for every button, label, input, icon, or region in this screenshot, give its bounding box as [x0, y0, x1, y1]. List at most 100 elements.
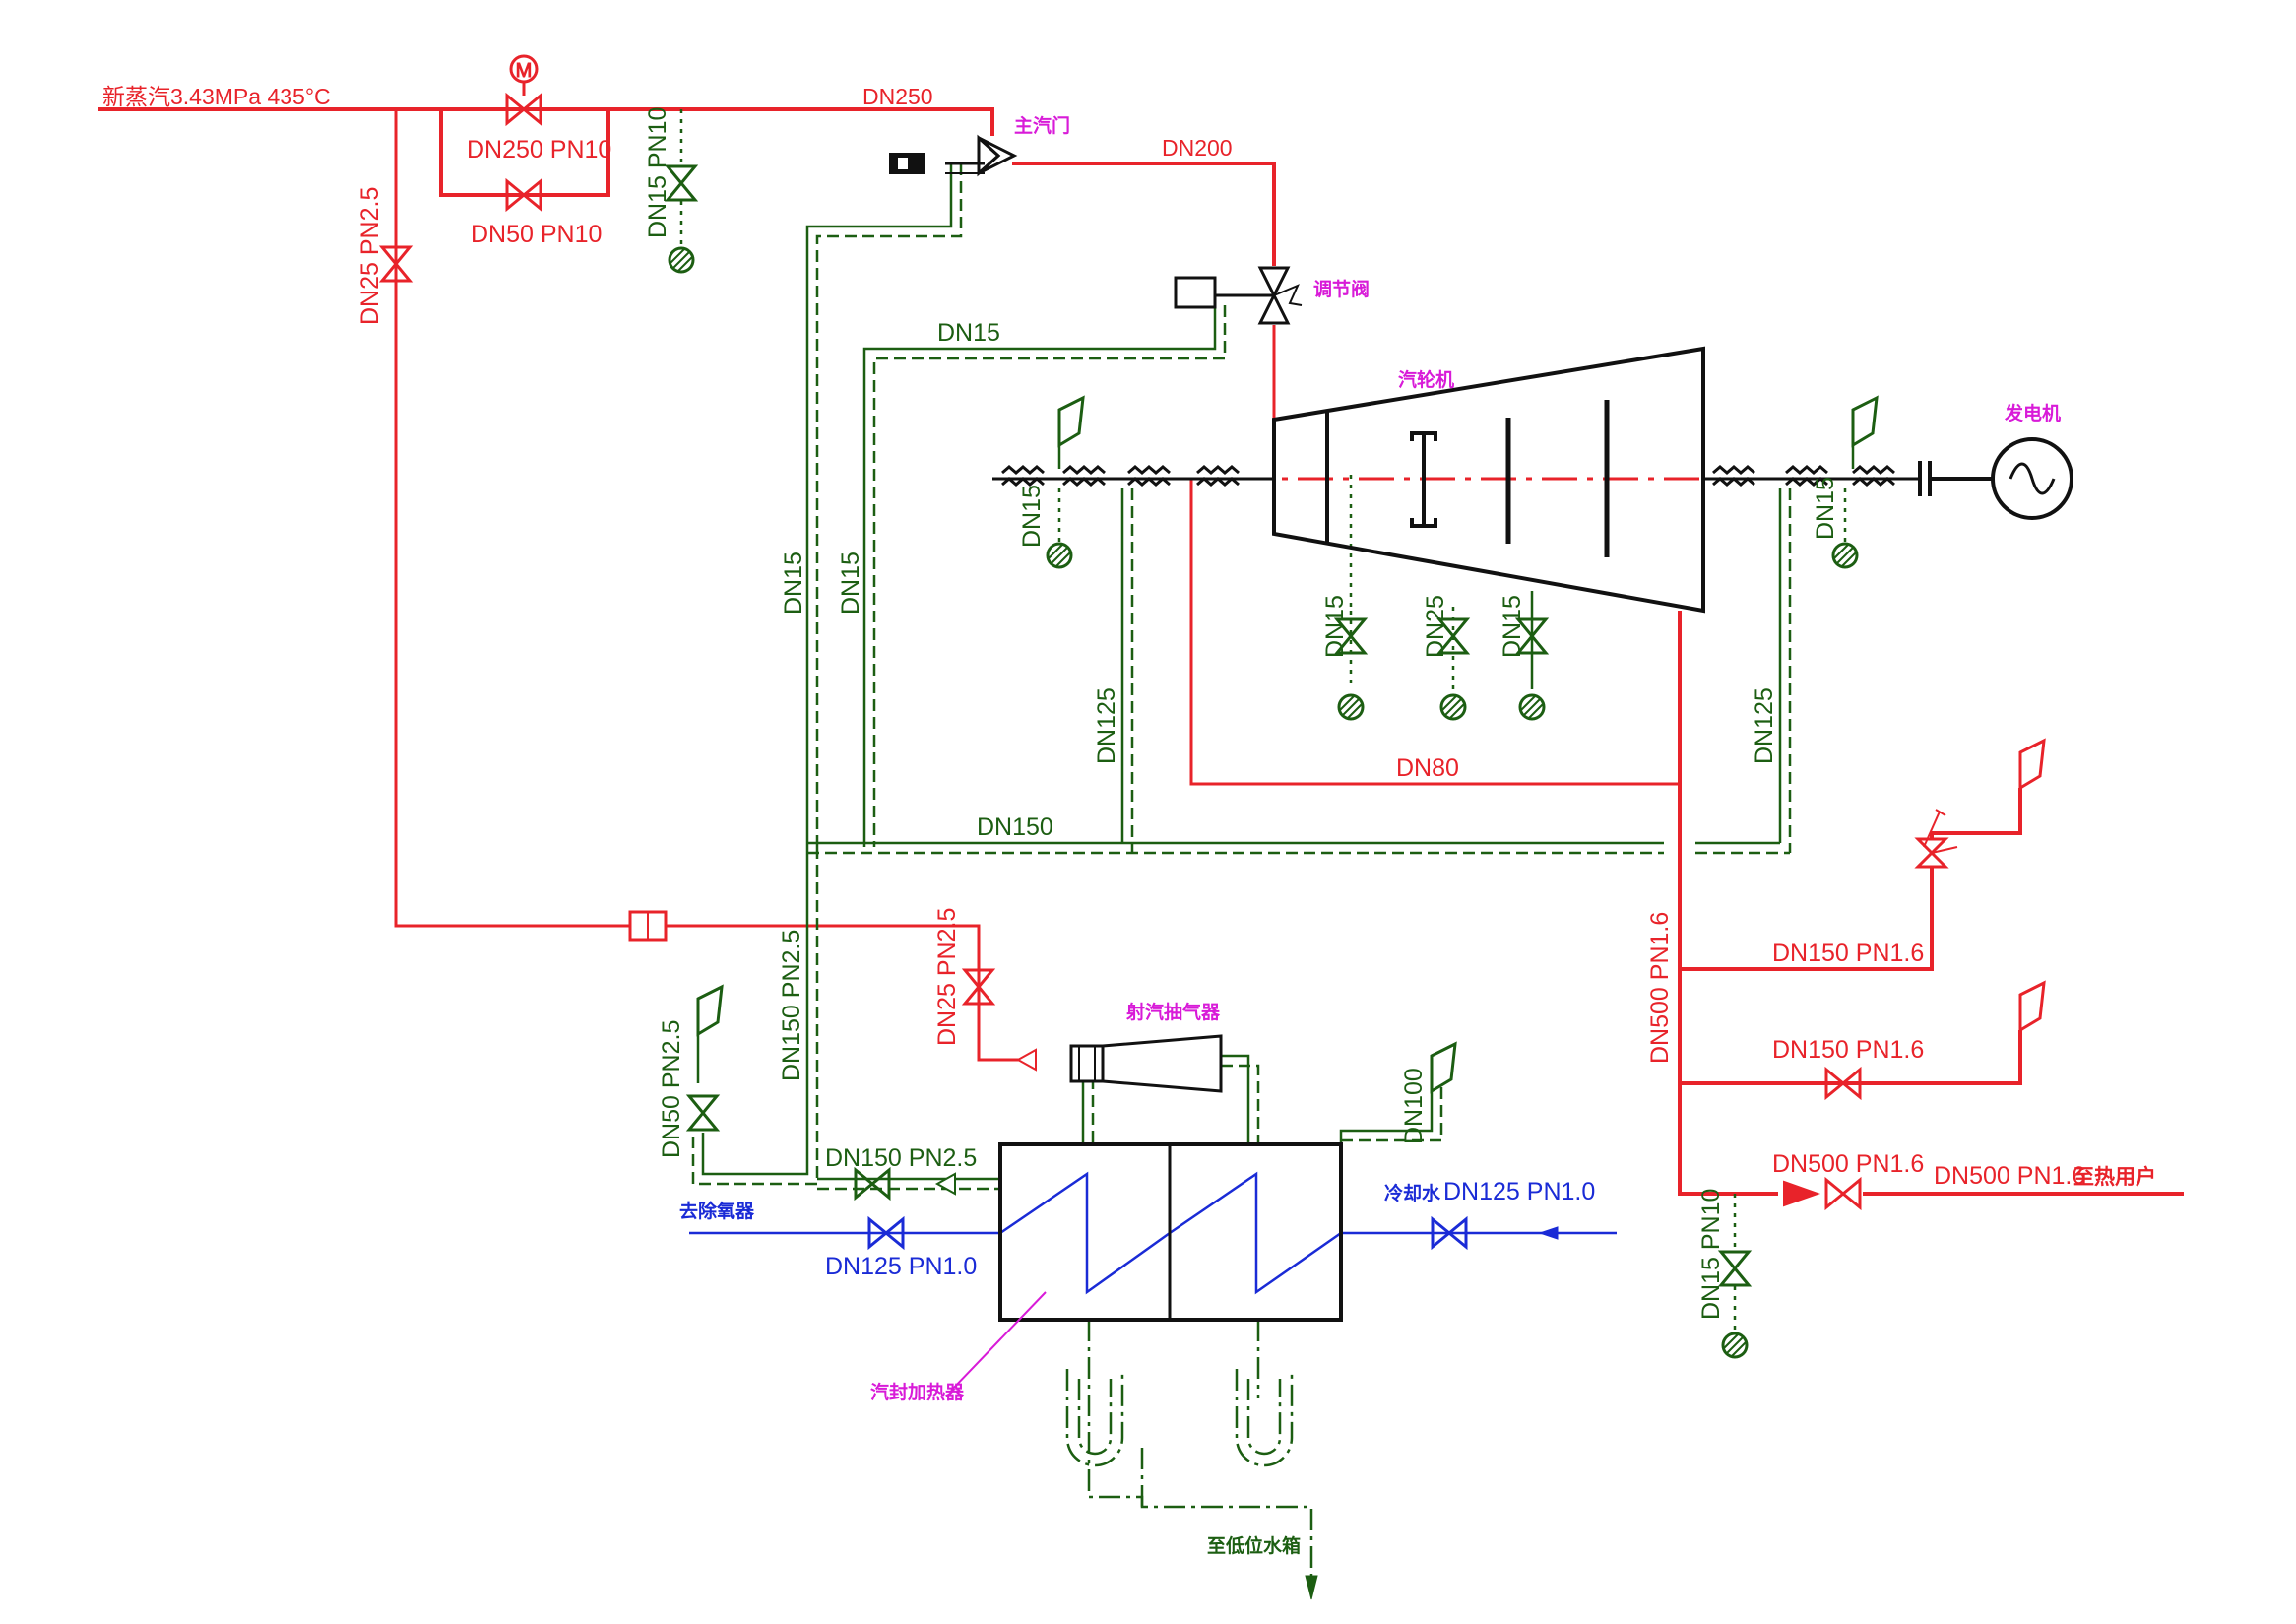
label-dn15pn10-bottom: DN15 PN10: [1697, 1189, 1725, 1320]
drain-funnel-icon: [668, 246, 695, 274]
reg-valve-spring: [1273, 284, 1303, 306]
labels: 新蒸汽3.43MPa 435°C DN250 DN250 PN10 DN50 P…: [102, 84, 2156, 1557]
turbine-drain-funnel-1: [1337, 693, 1365, 721]
turbine-casing: [1272, 346, 1705, 614]
dn50-flag: [696, 985, 724, 1036]
label-to-deaerator: 去除氧器: [679, 1200, 755, 1222]
label-dn25-drain2: DN25: [1422, 595, 1449, 658]
turbine-stage-1: [1410, 431, 1437, 528]
u-seal-1: [1077, 1379, 1113, 1456]
main-valve-actuator-window: [898, 158, 908, 169]
label-main-valve: 主汽门: [1014, 114, 1070, 137]
heater-coil-1: [999, 1171, 1171, 1295]
label-dn250pn10: DN250 PN10: [467, 136, 611, 163]
label-dn50pn10: DN50 PN10: [471, 221, 602, 248]
ejector-drain-2b: [1221, 1064, 1260, 1144]
dn150-branch-a: [1680, 867, 1934, 971]
label-ejector: 射汽抽气器: [1125, 1001, 1221, 1023]
label-dn500pn16-valve: DN500 PN1.6: [1772, 1150, 1924, 1178]
label-dn125pn10-left: DN125 PN1.0: [825, 1253, 977, 1280]
gland-seal-3: [1126, 465, 1172, 487]
cooling-water-arrow: [1538, 1226, 1559, 1240]
label-dn15-drain1: DN15: [1321, 595, 1349, 658]
reg-valve-actuator: [1174, 276, 1217, 309]
label-dn15-gland-left: DN15: [1018, 485, 1046, 548]
dn500-vertical: [1678, 611, 1778, 1196]
u-seal-2: [1246, 1379, 1282, 1456]
label-dn25pn25-left: DN25 PN2.5: [356, 187, 384, 325]
label-dn50pn25: DN50 PN2.5: [658, 1020, 685, 1158]
label-regulating-valve: 调节阀: [1313, 278, 1370, 300]
label-gland-heater: 汽封加热器: [870, 1381, 965, 1403]
gland-flag-right-icon: [1851, 396, 1879, 447]
gland-seal-2: [1061, 465, 1107, 487]
label-dn15-actuator: DN15: [937, 319, 1000, 347]
arrow-to-ejector: [1015, 1048, 1037, 1072]
label-dn200: DN200: [1162, 135, 1233, 161]
label-dn150pn16-b: DN150 PN1.6: [1772, 1036, 1924, 1064]
arrow-to-heater-green: [934, 1172, 956, 1196]
motor-letter: M: [516, 60, 533, 82]
label-dn125-left: DN125: [1093, 687, 1120, 764]
dn200-line: [1012, 162, 1276, 266]
label-dn150pn16-a: DN150 PN1.6: [1772, 940, 1924, 967]
turbine-drain-funnel-3: [1518, 693, 1546, 721]
label-dn125-right: DN125: [1751, 687, 1778, 764]
label-turbine: 汽轮机: [1398, 368, 1454, 391]
heater-coil-2: [1169, 1171, 1342, 1295]
dn100-flag: [1430, 1042, 1457, 1093]
exhaust-flag-icon-2: [2018, 981, 2046, 1032]
label-main-steam: 新蒸汽3.43MPa 435°C: [102, 84, 331, 109]
label-dn250-top: DN250: [862, 84, 933, 109]
bottom-drain-valve: [1719, 1250, 1751, 1287]
label-cooling-water: 冷却水: [1384, 1182, 1441, 1204]
dn25-branch-right: [666, 924, 1036, 1062]
steam-lines: [98, 107, 2184, 1196]
dn150pn25-vert-b: [691, 847, 819, 1186]
label-to-heat-user: 至热用户: [2073, 1165, 2156, 1189]
ejector-drain-2: [1221, 1054, 1250, 1144]
label-dn150-header: DN150: [977, 813, 1053, 841]
check-valve-icon: [1783, 1180, 1821, 1207]
main-steam-header: [98, 107, 994, 136]
label-dn15-v2: DN15: [837, 552, 864, 615]
dn15-leakoff-1b: [815, 163, 963, 847]
label-dn125pn10-right: DN125 PN1.0: [1443, 1178, 1595, 1205]
dn25-branch-left: [394, 109, 630, 928]
label-to-low-tank: 至低位水箱: [1207, 1534, 1301, 1557]
gland-flag-left-icon: [1057, 396, 1085, 447]
label-generator: 发电机: [2004, 402, 2061, 424]
gland-seal-1: [1000, 465, 1046, 487]
gland-seals: [1000, 465, 1896, 487]
dn50-valve: [687, 1094, 719, 1132]
label-dn150pn25-h: DN150 PN2.5: [825, 1144, 977, 1172]
label-dn80: DN80: [1396, 754, 1459, 782]
dn500-gate-valve: [1824, 1178, 1862, 1209]
turbine-drain-funnel-2: [1439, 693, 1467, 721]
exhaust-flag-icon: [2018, 739, 2046, 790]
ejector-nozzle: [1069, 1044, 1105, 1083]
dn100-line-b: [1341, 1083, 1443, 1142]
gland-seal-5: [1711, 465, 1756, 487]
water-lines: [689, 1171, 1617, 1295]
gland-seal-7: [1851, 465, 1896, 487]
u-seal-1b: [1065, 1369, 1124, 1467]
u-seal-2b: [1235, 1369, 1294, 1467]
ejector-nozzle-inner: [1078, 1045, 1096, 1082]
gland-funnel-right: [1831, 542, 1859, 569]
generator-sine: [2009, 462, 2056, 495]
dn15-leakoff-1: [805, 163, 953, 847]
safety-valve-icon: [1914, 809, 1958, 869]
label-dn500pn16-out: DN500 PN1.6: [1934, 1162, 2085, 1190]
label-dn15pn10-top: DN15 PN10: [644, 107, 671, 238]
label-dn15-v1: DN15: [780, 552, 807, 615]
gland-seal-4: [1195, 465, 1241, 487]
low-tank-arrow: [1305, 1575, 1318, 1600]
drain-valve-top: [666, 164, 697, 202]
dn15-leakoff-2b: [872, 305, 1227, 847]
steam-valves: M: [380, 54, 2046, 1209]
heater-leader: [950, 1291, 1047, 1392]
dn150-branch-b: [1680, 1030, 2022, 1085]
dn100-line: [1339, 1083, 1434, 1144]
dn150-branch-a-up: [1930, 788, 2022, 839]
